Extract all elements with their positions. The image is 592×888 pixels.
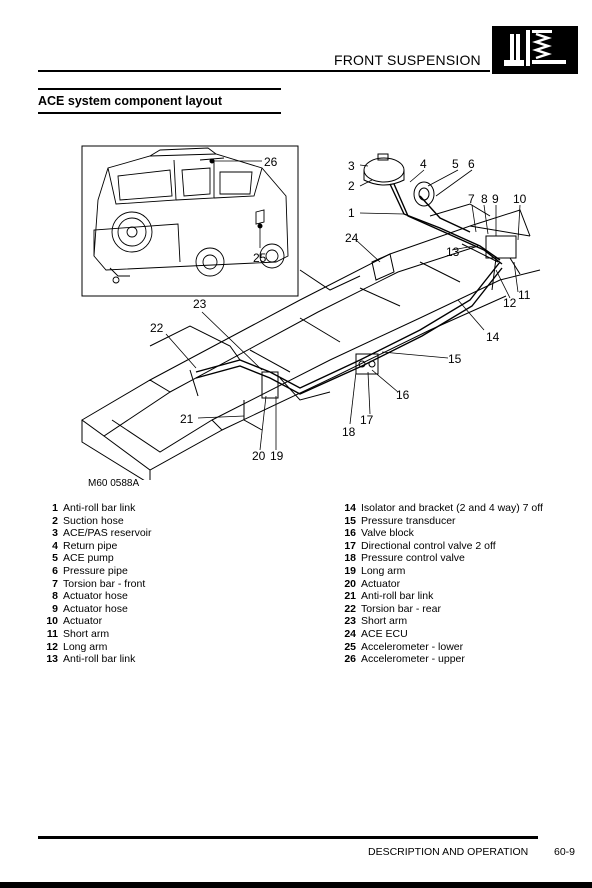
front-actuator	[485, 235, 521, 291]
callout-leaders	[165, 160, 521, 451]
callout-16: 16	[396, 388, 410, 402]
section-header-title: FRONT SUSPENSION	[334, 52, 481, 68]
footer-section-text: DESCRIPTION AND OPERATION	[368, 846, 529, 858]
callout-14: 14	[486, 330, 500, 344]
callout-5: 5	[452, 157, 459, 171]
callout-26: 26	[264, 155, 278, 169]
ace-ecu	[371, 253, 395, 281]
callout-24: 24	[345, 231, 359, 245]
callout-22: 22	[150, 321, 164, 335]
callout-21: 21	[180, 412, 194, 426]
callout-9: 9	[492, 192, 499, 206]
callout-12: 12	[503, 296, 517, 310]
bottom-bar	[0, 882, 592, 888]
accelerometer-lower-marker	[257, 223, 263, 229]
callout-labels: 26 25 3 2 4 5 6 1 7 8 9 10 24 13 11 12 1…	[150, 155, 531, 463]
ace-reservoir	[363, 153, 405, 186]
callout-7: 7	[468, 192, 475, 206]
header-rule	[38, 70, 490, 72]
callout-23: 23	[193, 297, 207, 311]
section-rule-top	[38, 88, 281, 90]
callout-11: 11	[518, 288, 531, 302]
callout-2: 2	[348, 179, 355, 193]
figure-code: M60 0588A	[88, 478, 140, 489]
callout-4: 4	[420, 157, 427, 171]
ace-component-diagram: 26 25 3 2 4 5 6 1 7 8 9 10 24 13 11 12 1…	[81, 145, 541, 480]
vehicle-inset-frame	[81, 145, 299, 297]
callout-15: 15	[448, 352, 462, 366]
callout-1: 1	[348, 206, 355, 220]
valve-block	[355, 353, 379, 375]
callout-13: 13	[446, 245, 460, 259]
callout-3: 3	[348, 159, 355, 173]
callout-8: 8	[481, 192, 488, 206]
rear-actuator	[189, 369, 279, 431]
callout-25: 25	[253, 251, 267, 265]
section-rule-bottom	[38, 112, 281, 114]
callout-17: 17	[360, 413, 374, 427]
vehicle-sketch	[93, 147, 289, 284]
ace-pump	[413, 181, 435, 207]
hydraulic-pipes	[195, 183, 503, 395]
suspension-spring-icon	[492, 26, 578, 74]
callout-10: 10	[513, 192, 527, 206]
callout-20: 20	[252, 449, 266, 463]
callout-6: 6	[468, 157, 475, 171]
callout-19: 19	[270, 449, 284, 463]
section-title: ACE system component layout	[38, 94, 223, 108]
callout-18: 18	[342, 425, 356, 439]
footer-rule	[38, 836, 538, 839]
accelerometer-upper-marker	[209, 158, 215, 164]
chassis-frame	[81, 203, 541, 480]
page-number: 60-9	[554, 846, 576, 858]
